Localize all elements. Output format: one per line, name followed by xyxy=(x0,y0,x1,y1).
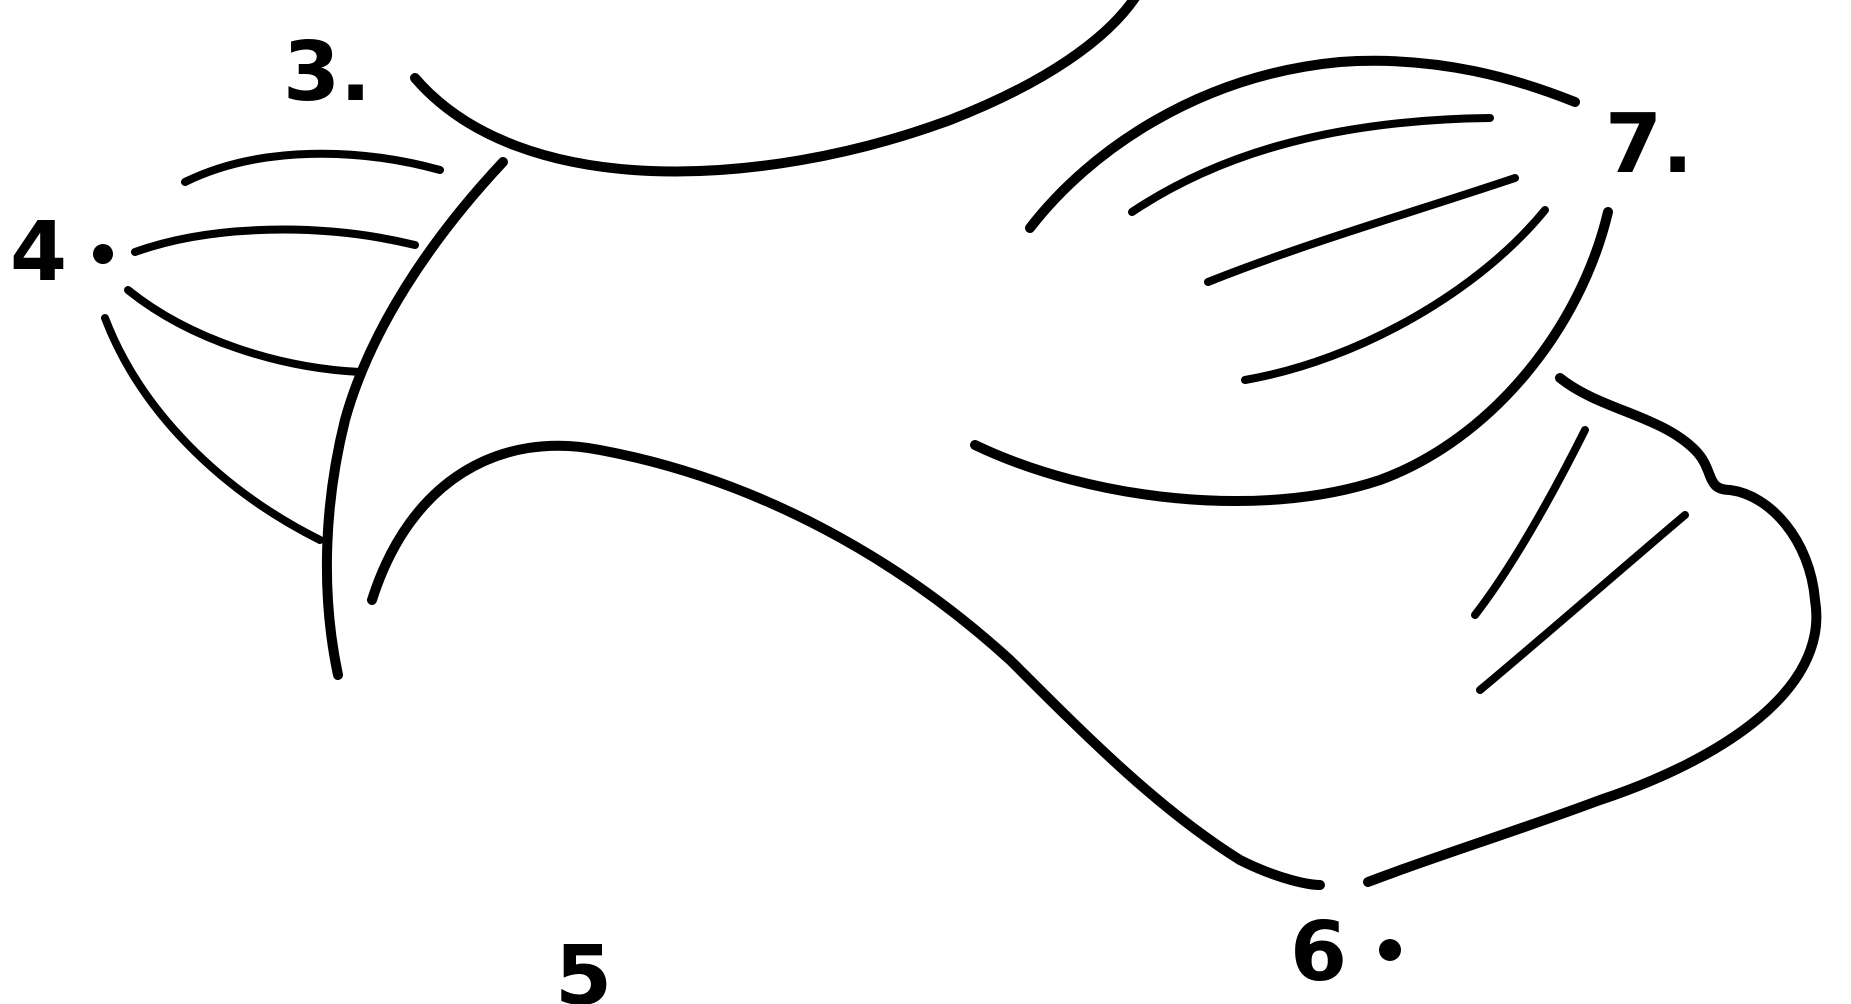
left-divider-curve xyxy=(327,162,503,675)
point-7: 7. xyxy=(1605,97,1693,192)
lower-body-curve xyxy=(372,446,1320,885)
point-5-label: 5 xyxy=(555,929,612,1004)
point-6-dot xyxy=(1379,939,1401,961)
bud-inner-line-3 xyxy=(1245,210,1545,380)
left-fin-line-mid xyxy=(135,230,415,252)
point-5: 5 xyxy=(555,929,612,1004)
bud-top-petal xyxy=(1030,61,1575,228)
point-3-label: 3. xyxy=(283,25,371,120)
tail-inner-line-1 xyxy=(1475,430,1585,615)
point-4-dot xyxy=(93,244,113,264)
upper-body-curve xyxy=(415,0,1140,172)
bud-inner-line-2 xyxy=(1208,178,1515,282)
point-6-label: 6 xyxy=(1290,905,1347,1000)
point-4: 4 xyxy=(10,205,113,300)
point-4-label: 4 xyxy=(10,205,67,300)
left-fin-line-lower xyxy=(128,290,360,372)
left-fin-line-top xyxy=(185,154,440,182)
point-3: 3. xyxy=(283,25,371,120)
bud-inner-line-1 xyxy=(1132,118,1490,212)
point-6: 6 xyxy=(1290,905,1401,1000)
left-fin-outer-curve xyxy=(105,318,320,540)
tail-inner-line-2 xyxy=(1480,515,1685,690)
point-7-label: 7. xyxy=(1605,97,1693,192)
